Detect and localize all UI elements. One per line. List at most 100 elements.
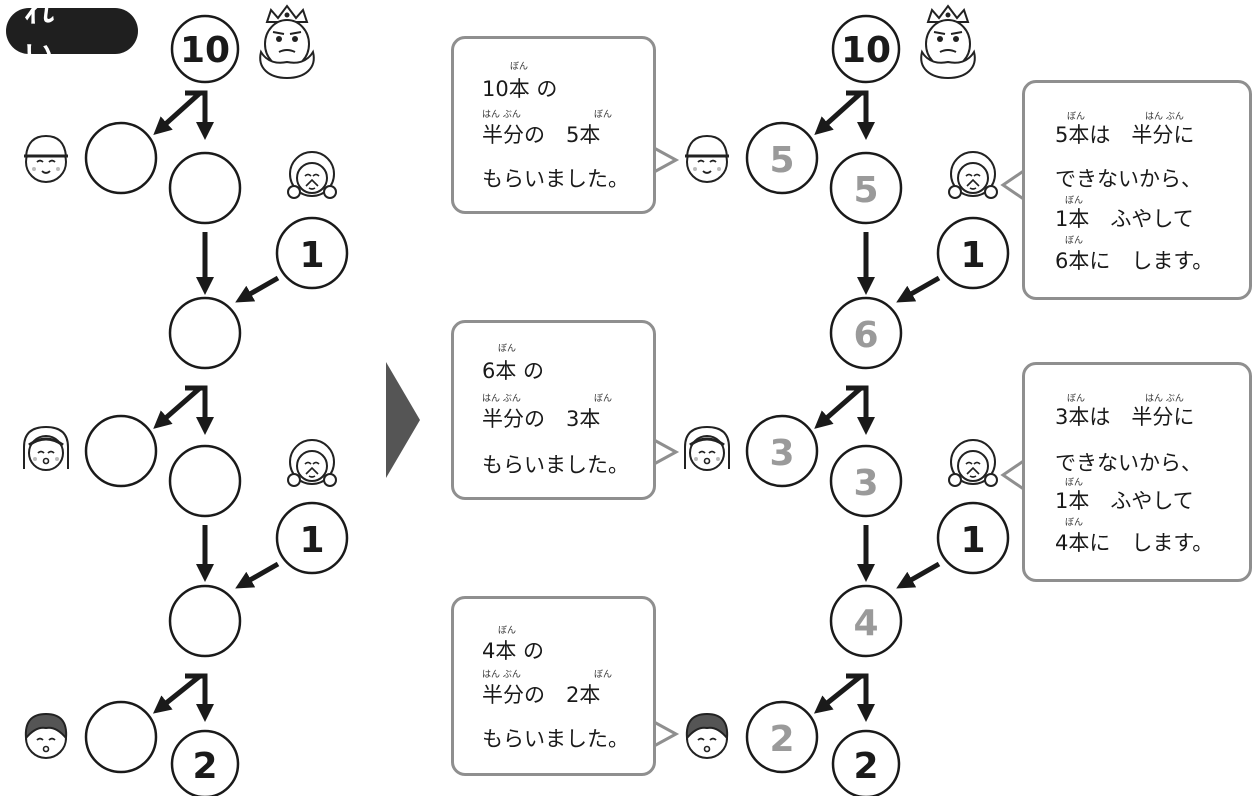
furigana: ぼん (1065, 196, 1084, 206)
bubble-line: 1本 ふやして (1055, 489, 1194, 513)
answer-blank-circle[interactable] (84, 414, 158, 488)
answer-blank-circle[interactable] (168, 444, 242, 518)
bubble-line: もらいました。 (482, 453, 629, 477)
answer-number: 5 (769, 140, 794, 181)
grandma-icon (948, 151, 998, 199)
split-arrow-down (185, 673, 214, 722)
answer-circle (745, 414, 819, 488)
add-arrow (896, 561, 941, 589)
odd-explanation-bubble: ぼん はん ぶん 3本は 半分に できないから、 ぼん 1本 ふやして ぼん 4… (1022, 362, 1252, 582)
add-one-number: 1 (960, 235, 985, 276)
furigana: ぼん (510, 62, 529, 72)
split-arrow-left (814, 91, 863, 136)
answer-blank-circle[interactable] (168, 151, 242, 225)
add-one-circle (275, 501, 349, 575)
add-one-circle (275, 216, 349, 290)
bubble-line: 6本 の (482, 359, 545, 383)
split-arrow-left (814, 386, 863, 429)
end-number-circle (170, 729, 240, 796)
furigana: はん ぶん (482, 670, 521, 680)
start-number-circle (831, 14, 901, 84)
odd-explanation-bubble: ぼん はん ぶん 5本は 半分に できないから、 ぼん 1本 ふやして ぼん 6… (1022, 80, 1252, 300)
add-one-number: 1 (299, 235, 324, 276)
answer-blank-circle[interactable] (84, 121, 158, 195)
add-one-number: 1 (960, 520, 985, 561)
split-arrow-down (846, 385, 875, 435)
half-explanation-bubble: ぼん 10本 の はん ぶん ぼん 半分の 5本 もらいました。 (451, 36, 656, 214)
furigana: ぼん (594, 670, 613, 680)
add-one-circle (936, 216, 1010, 290)
start-number: 10 (180, 30, 230, 71)
furigana: ぼん (1067, 112, 1086, 122)
left-flow: 10 1 1 (22, 5, 349, 796)
start-number-circle (170, 14, 240, 84)
half-explanation-bubble: ぼん 6本 の はん ぶん ぼん 半分の 3本 もらいました。 (451, 320, 656, 500)
bubble-line: もらいました。 (482, 727, 629, 751)
answer-circle (745, 121, 819, 195)
bubble-line: 4本に します。 (1055, 531, 1214, 555)
furigana: はん ぶん (1145, 394, 1184, 404)
answer-blank-circle[interactable] (84, 700, 158, 774)
add-arrow (896, 275, 941, 303)
add-arrow (235, 275, 280, 303)
split-arrow-down (846, 673, 875, 722)
furigana: ぼん (1065, 236, 1084, 246)
answer-number: 2 (769, 719, 794, 760)
bubble-line: 10本 の (482, 77, 558, 101)
split-arrow-left (153, 91, 202, 136)
answer-circle (745, 700, 819, 774)
answer-blank-circle[interactable] (168, 584, 242, 658)
answer-number: 6 (853, 315, 878, 356)
next-step-arrow (386, 362, 420, 478)
bubble-line: 4本 の (482, 639, 545, 663)
split-arrow-down (846, 90, 875, 140)
furigana: はん ぶん (482, 394, 521, 404)
answer-circle (829, 296, 903, 370)
bubble-tail (653, 438, 680, 466)
bubble-line: できないから、 (1055, 167, 1202, 191)
end-number-circle (831, 729, 901, 796)
furigana: ぼん (1065, 518, 1084, 528)
furigana: はん ぶん (1145, 112, 1184, 122)
answer-number: 3 (853, 463, 878, 504)
bubble-tail (1000, 458, 1026, 492)
bubble-tail (1000, 168, 1026, 202)
answer-number: 5 (853, 170, 878, 211)
bubble-line: 半分の 3本 (482, 407, 601, 431)
furigana: ぼん (594, 394, 613, 404)
kid-cap-icon (683, 134, 731, 184)
split-arrow-down (185, 90, 214, 140)
bubble-line: 半分の 2本 (482, 683, 601, 707)
furigana: はん ぶん (482, 110, 521, 120)
furigana: ぼん (1067, 394, 1086, 404)
answer-circle (829, 151, 903, 225)
bubble-tail (653, 720, 680, 748)
add-arrow (235, 561, 280, 589)
grandma-icon (287, 151, 337, 199)
split-arrow-left (152, 674, 202, 714)
answer-number: 3 (769, 433, 794, 474)
answer-blank-circle[interactable] (168, 296, 242, 370)
split-arrow-down (185, 385, 214, 435)
kid-girl-icon (683, 425, 731, 472)
split-arrow-left (153, 386, 202, 429)
bubble-tail (653, 146, 680, 174)
answer-circle (829, 584, 903, 658)
bubble-line: 3本は 半分に (1055, 405, 1195, 429)
furigana: ぼん (594, 110, 613, 120)
king-icon (920, 5, 976, 79)
end-number: 2 (853, 746, 878, 787)
furigana: ぼん (1065, 478, 1084, 488)
bubble-line: できないから、 (1055, 451, 1202, 475)
end-number: 2 (192, 746, 217, 787)
answer-circle (829, 444, 903, 518)
bubble-line: 1本 ふやして (1055, 207, 1194, 231)
start-number: 10 (841, 30, 891, 71)
furigana: ぼん (498, 344, 517, 354)
kid-boy-icon (24, 713, 68, 759)
bubble-line: 半分の 5本 (482, 123, 601, 147)
kid-boy-icon (685, 713, 729, 759)
furigana: ぼん (498, 626, 517, 636)
